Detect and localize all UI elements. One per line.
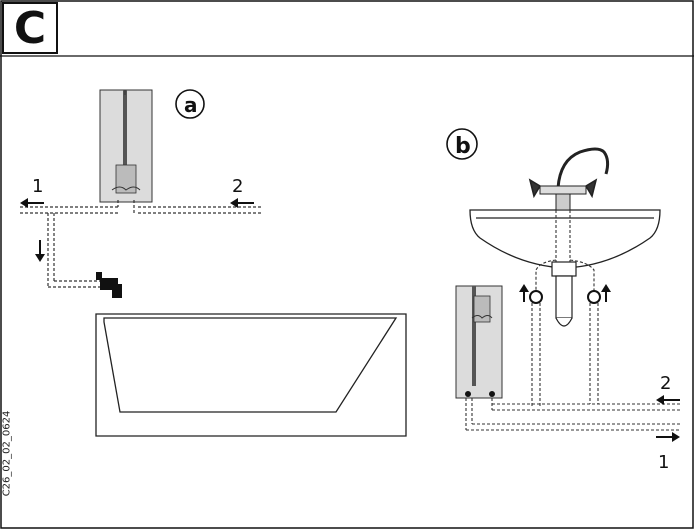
water-heater-b: [455, 285, 503, 399]
washbasin: [469, 209, 661, 269]
label-circle-b: [446, 128, 478, 160]
pipe-b-tap: [555, 210, 571, 262]
arrow-up-left-b: [519, 284, 529, 302]
panel-letter: C: [2, 2, 58, 54]
angle-valve-left: [529, 290, 543, 304]
pipe-a-down: [47, 213, 100, 288]
arrow-inflow-b: [656, 395, 680, 405]
arrow-down-a: [35, 240, 45, 262]
label-b: b: [455, 134, 471, 159]
number-1-b: 1: [658, 452, 669, 473]
arrow-outflow-b: [656, 432, 680, 442]
label-circle-a: [175, 89, 205, 119]
label-a: a: [184, 93, 198, 117]
number-2-a: 2: [232, 176, 243, 197]
subfigure-a: [20, 89, 407, 437]
mixer-tap-icon: [528, 147, 610, 211]
pipe-a-main: [20, 200, 262, 214]
bath-tap-icon: [96, 272, 122, 298]
arrow-left-a: [20, 198, 44, 208]
arrow-right-inflow-a: [230, 198, 254, 208]
bathtub: [95, 313, 407, 437]
water-heater-a: [99, 89, 153, 203]
figure-code: C26_02_02_0624: [1, 410, 13, 497]
number-2-b: 2: [660, 373, 671, 394]
subfigure-b: [446, 128, 680, 442]
number-1-a: 1: [32, 176, 43, 197]
drain-trap: [551, 261, 577, 327]
pipe-b-valve-down: [531, 303, 599, 408]
angle-valve-right: [587, 290, 601, 304]
pipe-b-bottom: [465, 398, 680, 431]
pipe-b-supply: [535, 259, 595, 296]
arrow-up-right-b: [601, 284, 611, 302]
